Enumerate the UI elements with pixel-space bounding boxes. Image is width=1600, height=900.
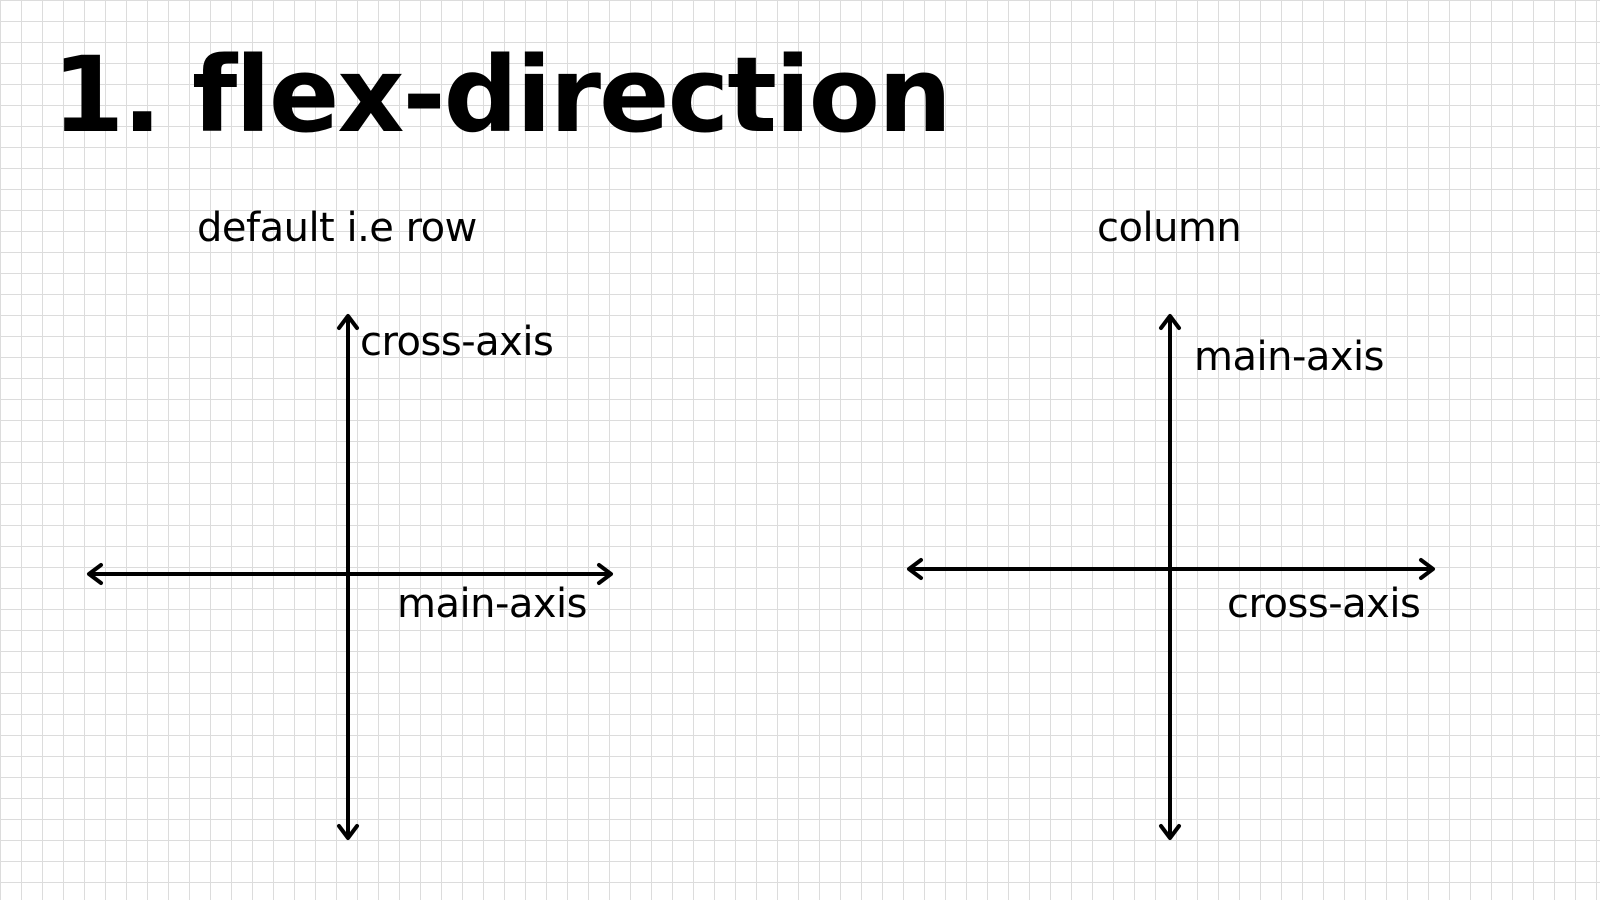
row-diagram-heading: default i.e row (197, 205, 477, 251)
column-diagram-heading: column (1097, 205, 1242, 251)
row-arrow-up-icon (337, 314, 359, 330)
column-axes (907, 314, 1435, 840)
column-arrow-down-icon (1159, 824, 1181, 840)
column-arrow-up-icon (1159, 314, 1181, 330)
row-cross-axis-label: cross-axis (360, 319, 554, 365)
row-arrow-down-icon (337, 824, 359, 840)
slide-title-text: flex-direction (192, 34, 952, 156)
column-main-axis-label: main-axis (1194, 334, 1385, 380)
row-main-axis-label: main-axis (397, 581, 588, 627)
row-arrow-left-icon (87, 563, 103, 585)
slide-title: 1.flex-direction (52, 30, 952, 160)
column-arrow-right-icon (1419, 558, 1435, 580)
slide-number: 1. (52, 34, 162, 156)
column-arrow-left-icon (907, 558, 923, 580)
column-cross-axis-label: cross-axis (1227, 581, 1421, 627)
row-axes (87, 314, 613, 840)
row-arrow-right-icon (597, 563, 613, 585)
